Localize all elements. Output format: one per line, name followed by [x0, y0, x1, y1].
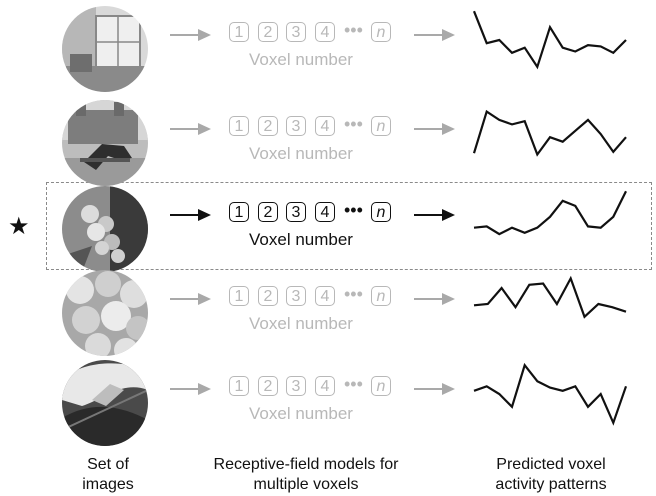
arrow-right-icon — [414, 293, 455, 305]
voxel-box: 4 — [315, 376, 335, 396]
activity-pattern-plot — [472, 10, 627, 70]
voxel-number-label: Voxel number — [249, 50, 353, 69]
voxel-ellipsis: ••• — [344, 200, 363, 220]
voxel-number-label: Voxel number — [249, 404, 353, 423]
voxel-box: 4 — [315, 116, 335, 136]
caption-models: Receptive-field models for multiple voxe… — [213, 456, 399, 493]
arrow-right-icon — [414, 123, 455, 135]
voxel-box: 1 — [229, 202, 249, 222]
arrow-right-icon — [414, 383, 455, 395]
arrow-right-icon — [170, 123, 211, 135]
voxel-box: 4 — [315, 202, 335, 222]
voxel-ellipsis: ••• — [344, 374, 363, 394]
arrow-right-icon — [414, 209, 455, 221]
voxel-number-label: Voxel number — [249, 144, 353, 163]
voxel-box: 4 — [315, 286, 335, 306]
activity-pattern-line — [472, 10, 627, 70]
arrow-right-icon — [414, 29, 455, 41]
voxel-box: 3 — [286, 22, 306, 42]
voxel-box: 3 — [286, 116, 306, 136]
highlight-frame — [46, 182, 652, 270]
voxel-box: 4 — [315, 22, 335, 42]
activity-pattern-plot — [472, 109, 627, 157]
voxel-box: 1 — [229, 22, 249, 42]
arrow-right-icon — [170, 29, 211, 41]
activity-pattern-line — [473, 275, 627, 319]
voxel-box: 3 — [286, 376, 306, 396]
photo-grapes-icon — [62, 186, 148, 272]
voxel-box: 3 — [286, 202, 306, 222]
voxel-box: 1 — [229, 286, 249, 306]
activity-pattern-line — [472, 109, 627, 157]
photo-window-scene-icon — [62, 6, 148, 92]
star-icon: ★ — [8, 213, 30, 240]
voxel-box: n — [371, 376, 391, 396]
voxel-box: n — [371, 286, 391, 306]
activity-pattern-plot — [473, 275, 627, 319]
voxel-number-label: Voxel number — [249, 230, 353, 249]
voxel-box: 3 — [286, 286, 306, 306]
arrow-right-icon — [170, 383, 211, 395]
activity-pattern-line — [473, 362, 628, 426]
voxel-box: 2 — [258, 116, 278, 136]
caption-patterns: Predicted voxel activity patterns — [495, 456, 607, 493]
voxel-box: 1 — [229, 376, 249, 396]
voxel-box: n — [371, 22, 391, 42]
voxel-ellipsis: ••• — [344, 114, 363, 134]
voxel-ellipsis: ••• — [344, 20, 363, 40]
voxel-box: 2 — [258, 202, 278, 222]
photo-horse-jump-icon — [62, 100, 148, 186]
voxel-box: n — [371, 116, 391, 136]
activity-pattern-line — [473, 190, 627, 236]
voxel-box: 2 — [258, 376, 278, 396]
voxel-box: n — [371, 202, 391, 222]
caption-images: Set of images — [82, 456, 134, 493]
arrow-right-icon — [170, 293, 211, 305]
voxel-number-label: Voxel number — [249, 314, 353, 333]
photo-fruit-icon — [62, 270, 148, 356]
voxel-box: 1 — [229, 116, 249, 136]
voxel-box: 2 — [258, 22, 278, 42]
activity-pattern-plot — [473, 362, 628, 426]
voxel-ellipsis: ••• — [344, 284, 363, 304]
voxel-box: 2 — [258, 286, 278, 306]
photo-leaf-icon — [62, 360, 148, 446]
activity-pattern-plot — [473, 190, 627, 236]
arrow-right-icon — [170, 209, 211, 221]
